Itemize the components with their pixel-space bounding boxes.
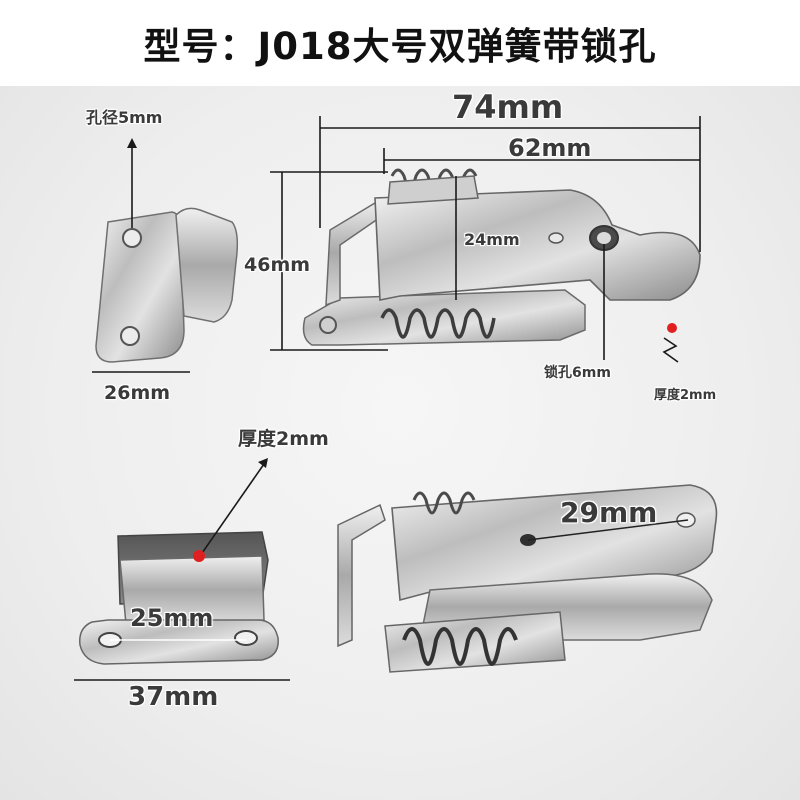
thickness-bottom-label: 厚度2mm xyxy=(238,428,329,450)
upper-spring-bottom-latch xyxy=(412,491,476,515)
strike-plate-top xyxy=(95,207,239,363)
lower-spring-bottom-latch xyxy=(402,627,518,666)
product-model-title: 型号：J018大号双弹簧带锁孔 xyxy=(143,25,657,68)
lower-spring xyxy=(380,308,496,339)
thickness-marker-bottom xyxy=(193,550,205,562)
slot-length-label: 29mm xyxy=(560,496,658,529)
base-length-label: 37mm xyxy=(128,682,219,712)
strike-plate-bottom xyxy=(79,531,279,665)
height-label: 46mm xyxy=(244,254,311,276)
dimension-lines xyxy=(74,116,701,681)
latch-bottom xyxy=(337,484,718,673)
hole-spacing-label: 25mm xyxy=(130,604,214,632)
product-header: 型号：J018大号双弹簧带锁孔 xyxy=(0,0,800,86)
upper-spring xyxy=(387,168,479,205)
latch-top xyxy=(302,168,701,346)
thickness-top-label: 厚度2mm xyxy=(654,388,717,403)
overall-length-label: 74mm xyxy=(452,88,564,126)
inner-width-label: 24mm xyxy=(464,230,520,249)
hole-diameter-label: 孔径5mm xyxy=(86,108,163,127)
lock-hole-label: 锁孔6mm xyxy=(544,365,611,381)
thickness-marker-top xyxy=(667,323,677,333)
body-length-label: 62mm xyxy=(508,134,592,162)
plate-width-label: 26mm xyxy=(104,382,171,404)
